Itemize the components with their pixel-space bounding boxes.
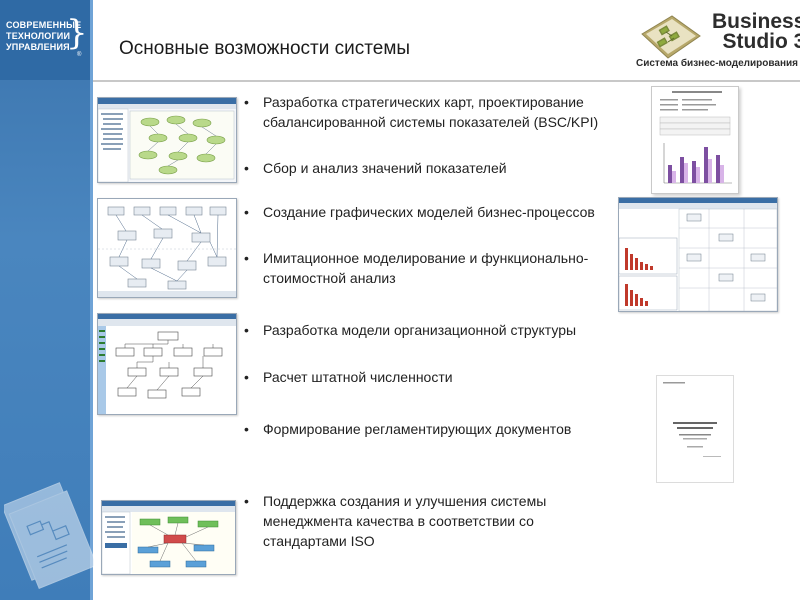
- kpi-report-document: [651, 86, 739, 194]
- product-name-line-2: Studio 3: [722, 30, 800, 53]
- bullet-icon: •: [244, 204, 249, 220]
- org-structure-screenshot: [97, 313, 237, 415]
- bullet-icon: •: [244, 160, 249, 176]
- feature-item: • Разработка модели организационной стру…: [244, 320, 619, 340]
- process-model-graphic: [98, 199, 236, 297]
- decorative-documents-icon: [4, 482, 94, 589]
- quality-management-screenshot: [101, 500, 236, 575]
- bullet-icon: •: [244, 369, 249, 385]
- org-structure-graphic: [98, 314, 236, 414]
- header-divider: [93, 80, 800, 82]
- simulation-graphic: [619, 198, 777, 311]
- feature-text: Формирование регламентирующих документов: [263, 421, 572, 437]
- feature-text: Расчет штатной численности: [263, 369, 453, 385]
- process-model-screenshot: [97, 198, 237, 298]
- strategy-map-screenshot: [97, 97, 237, 183]
- product-name-line-1: Business: [712, 10, 800, 33]
- band-divider: [90, 0, 93, 600]
- feature-item: • Сбор и анализ значений показателей: [244, 158, 619, 178]
- left-sidebar-band: СОВРЕМЕННЫЕ ТЕХНОЛОГИИ УПРАВЛЕНИЯ } ®: [0, 0, 94, 600]
- strategy-map-graphic: [98, 98, 236, 182]
- bullet-icon: •: [244, 250, 249, 266]
- feature-text: Разработка модели организационной структ…: [263, 322, 577, 338]
- bullet-icon: •: [244, 94, 249, 110]
- feature-item: • Имитационное моделирование и функциона…: [244, 248, 619, 288]
- feature-text: Имитационное моделирование и функциональ…: [263, 250, 589, 286]
- bullet-icon: •: [244, 421, 249, 437]
- company-logo-line-2: ТЕХНОЛОГИИ: [6, 31, 71, 41]
- business-studio-logo-icon: [641, 15, 701, 59]
- logo-background: [0, 0, 93, 80]
- feature-item: • Создание графических моделей бизнес-пр…: [244, 202, 619, 222]
- regulation-document: [656, 375, 734, 483]
- simulation-screenshot: [618, 197, 778, 312]
- bullet-icon: •: [244, 322, 249, 338]
- product-subtitle: Система бизнес-моделирования: [636, 58, 798, 69]
- feature-text: Поддержка создания и улучшения системы м…: [263, 493, 547, 549]
- bullet-icon: •: [244, 493, 249, 509]
- regulation-document-graphic: [663, 382, 721, 457]
- company-logo-brace: }: [66, 13, 88, 53]
- company-logo-line-1: СОВРЕМЕННЫЕ: [6, 20, 82, 30]
- product-name: Business Studio 3: [712, 10, 800, 53]
- feature-text: Создание графических моделей бизнес-проц…: [263, 204, 595, 220]
- registered-mark: ®: [77, 52, 82, 58]
- company-logo-line-3: УПРАВЛЕНИЯ: [6, 42, 70, 52]
- feature-item: • Формирование регламентирующих документ…: [244, 419, 619, 439]
- company-logo-text: СОВРЕМЕННЫЕ ТЕХНОЛОГИИ УПРАВЛЕНИЯ: [6, 20, 81, 53]
- page-title: Основные возможности системы: [119, 38, 411, 59]
- quality-management-graphic: [102, 501, 235, 574]
- feature-text: Сбор и анализ значений показателей: [263, 160, 507, 176]
- kpi-report-graphic: [659, 91, 732, 184]
- feature-item: • Разработка стратегических карт, проект…: [244, 92, 619, 132]
- feature-text: Разработка стратегических карт, проектир…: [263, 94, 599, 130]
- feature-item: • Расчет штатной численности: [244, 367, 619, 387]
- feature-item: • Поддержка создания и улучшения системы…: [244, 491, 619, 551]
